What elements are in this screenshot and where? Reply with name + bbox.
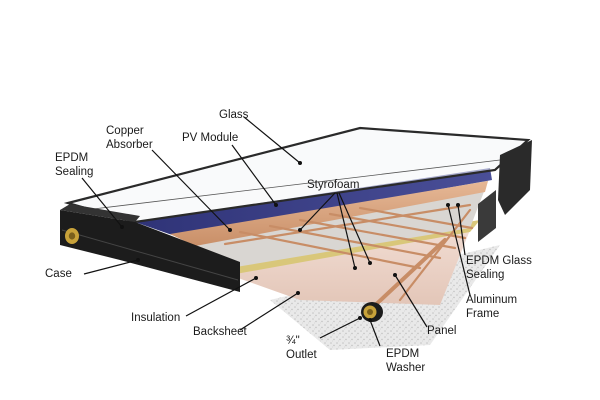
label-epdm-sealing-line2: Sealing	[55, 166, 94, 178]
label-aluminum-frame: Aluminum Frame	[466, 293, 517, 321]
aluminum-frame-right	[498, 140, 532, 215]
label-epdm-sealing: EPDM Sealing	[55, 151, 93, 179]
label-case: Case	[45, 268, 72, 280]
label-copper-absorber-line2: Absorber	[106, 139, 153, 151]
label-aluminum-frame-line2: Frame	[466, 308, 500, 320]
label-styrofoam: Styrofoam	[307, 179, 360, 191]
outlet-fitting-bore	[367, 309, 373, 315]
case-frame-top	[60, 204, 140, 222]
label-backsheet: Backsheet	[193, 326, 247, 338]
pv-module-layer	[135, 168, 492, 236]
label-panel: Panel	[427, 325, 457, 337]
case-frame-highlight	[61, 229, 239, 281]
label-copper-absorber: Copper Absorber	[106, 124, 153, 152]
label-aluminum-frame-line1: Aluminum	[466, 294, 518, 306]
label-outlet: ¾" Outlet	[286, 334, 317, 362]
label-epdm-sealing-line1: EPDM	[55, 152, 89, 164]
label-insulation: Insulation	[131, 312, 181, 324]
label-epdm-glass-sealing-line1: EPDM Glass	[466, 255, 532, 267]
label-outlet-line2: Outlet	[286, 349, 317, 361]
copper-tubes	[223, 203, 474, 302]
aluminum-frame-end	[478, 190, 496, 242]
label-copper-absorber-line1: Copper	[106, 125, 144, 137]
label-glass: Glass	[219, 109, 249, 121]
label-epdm-washer-line1: EPDM	[386, 348, 420, 360]
insulation-layer	[210, 230, 470, 305]
outlet-pipe	[368, 238, 447, 312]
label-pv-module: PV Module	[182, 132, 239, 144]
label-outlet-line1: ¾"	[286, 335, 300, 347]
label-epdm-washer-line2: Washer	[386, 362, 426, 374]
leader-dots	[120, 161, 460, 322]
glass-inner-edge	[84, 159, 501, 211]
label-epdm-glass-sealing-line2: Sealing	[466, 269, 505, 281]
label-epdm-washer: EPDM Washer	[386, 347, 425, 375]
leader-lines	[81, 116, 471, 347]
left-fitting-bore	[68, 232, 76, 240]
label-epdm-glass-sealing: EPDM Glass Sealing	[466, 254, 532, 282]
case-frame	[60, 210, 240, 292]
copper-band	[170, 181, 488, 246]
